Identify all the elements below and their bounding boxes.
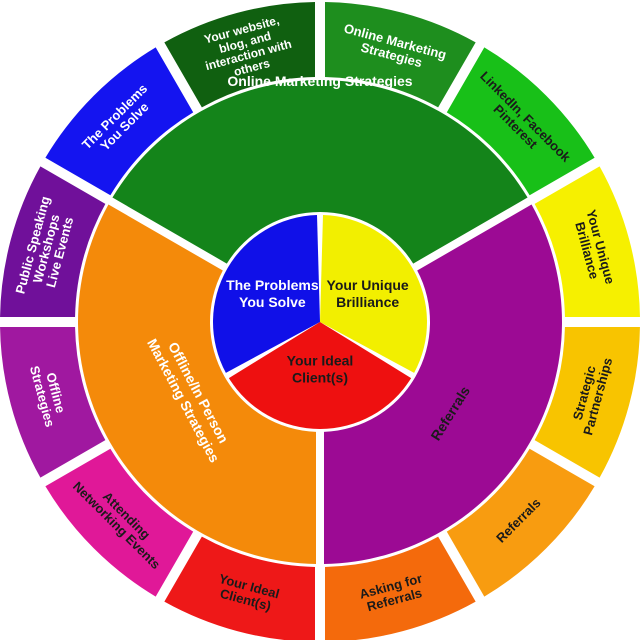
middle-segment-referrals — [78, 204, 317, 564]
outer-segment-your-unique-brilliance — [534, 166, 640, 318]
outer-segment-your-ideal-clients — [164, 536, 315, 640]
outer-segment-online-marketing — [324, 2, 476, 108]
outer-segment-the-problems — [45, 47, 194, 196]
center-label-brilliance-line: Your Unique — [327, 277, 409, 293]
outer-segment-referrals — [446, 448, 595, 597]
outer-segment-linkedin — [446, 47, 595, 196]
center-label-problems-line: The Problems — [226, 277, 319, 293]
center-slice-ideal-client — [228, 322, 412, 430]
center-label-problems-line: You Solve — [239, 294, 306, 310]
outer-segment-strategic-partnerships — [534, 326, 640, 478]
center-label-brilliance-line: Brilliance — [336, 294, 399, 310]
outer-segment-offline-strategies — [0, 326, 106, 478]
outer-segment-your-website — [164, 2, 316, 108]
center-slice-problems — [213, 215, 320, 373]
outer-segment-public-speaking — [0, 166, 106, 318]
middle-label-online: Online Marketing Strategies — [227, 73, 412, 89]
middle-label-online-line: Online Marketing Strategies — [227, 73, 412, 89]
center-label-ideal-client-line: Client(s) — [292, 369, 348, 385]
middle-segment-online — [112, 80, 528, 264]
center-label-ideal-client-line: Your Ideal — [287, 352, 354, 368]
middle-segment-offline — [323, 204, 562, 564]
center-slice-brilliance — [320, 215, 427, 373]
outer-segment-asking-for-referrals — [325, 536, 476, 640]
outer-segment-attending-networking — [45, 448, 194, 597]
